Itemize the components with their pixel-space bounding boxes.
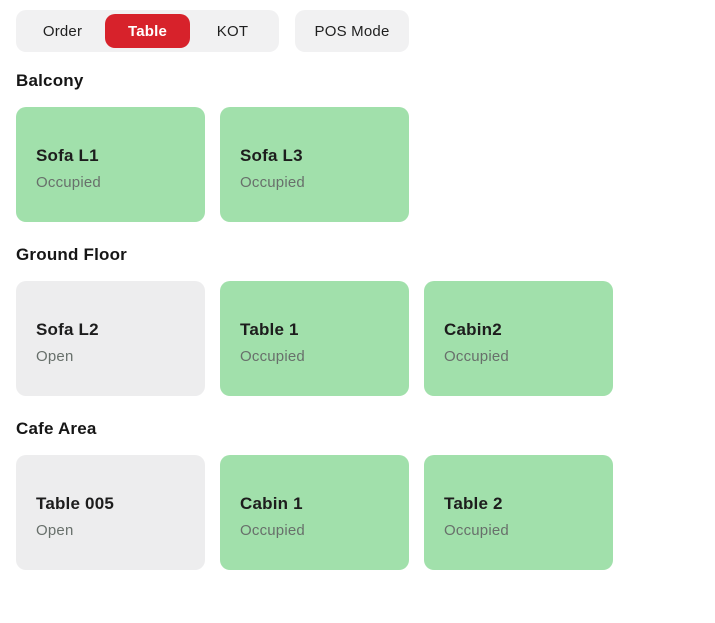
tab-order[interactable]: Order [42, 22, 83, 40]
view-switcher-row: Order Table KOT POS Mode [16, 10, 699, 52]
card-cabin-1[interactable]: Cabin 1 Occupied [220, 455, 409, 570]
card-status: Occupied [444, 347, 509, 365]
card-title: Sofa L2 [36, 319, 99, 339]
card-row-balcony: Sofa L1 Occupied Sofa L3 Occupied [16, 107, 699, 222]
section-heading-ground-floor: Ground Floor [16, 245, 127, 264]
card-table-2[interactable]: Table 2 Occupied [424, 455, 613, 570]
card-cabin2[interactable]: Cabin2 Occupied [424, 281, 613, 396]
section-heading-cafe-area: Cafe Area [16, 419, 97, 438]
tab-kot[interactable]: KOT [216, 22, 249, 40]
card-row-ground-floor: Sofa L2 Open Table 1 Occupied Cabin2 Occ… [16, 281, 699, 396]
card-title: Table 005 [36, 493, 115, 513]
pos-mode-button[interactable]: POS Mode [295, 10, 409, 52]
card-title: Table 2 [444, 493, 503, 513]
card-status: Occupied [240, 521, 305, 539]
section-heading-balcony: Balcony [16, 71, 84, 90]
card-row-cafe-area: Table 005 Open Cabin 1 Occupied Table 2 … [16, 455, 699, 570]
view-tabs: Order Table KOT [16, 10, 279, 52]
card-table-1[interactable]: Table 1 Occupied [220, 281, 409, 396]
card-title: Cabin2 [444, 319, 502, 339]
card-status: Occupied [240, 347, 305, 365]
card-status: Open [36, 521, 74, 539]
card-status: Occupied [240, 173, 305, 191]
card-status: Occupied [444, 521, 509, 539]
card-title: Sofa L3 [240, 145, 303, 165]
card-status: Open [36, 347, 74, 365]
pos-table-view: Order Table KOT POS Mode Balcony Sofa L1… [16, 10, 699, 570]
card-sofa-l3[interactable]: Sofa L3 Occupied [220, 107, 409, 222]
card-sofa-l2[interactable]: Sofa L2 Open [16, 281, 205, 396]
card-sofa-l1[interactable]: Sofa L1 Occupied [16, 107, 205, 222]
tab-table[interactable]: Table [105, 14, 190, 48]
card-title: Cabin 1 [240, 493, 303, 513]
card-title: Table 1 [240, 319, 299, 339]
card-title: Sofa L1 [36, 145, 99, 165]
card-status: Occupied [36, 173, 101, 191]
card-table-005[interactable]: Table 005 Open [16, 455, 205, 570]
